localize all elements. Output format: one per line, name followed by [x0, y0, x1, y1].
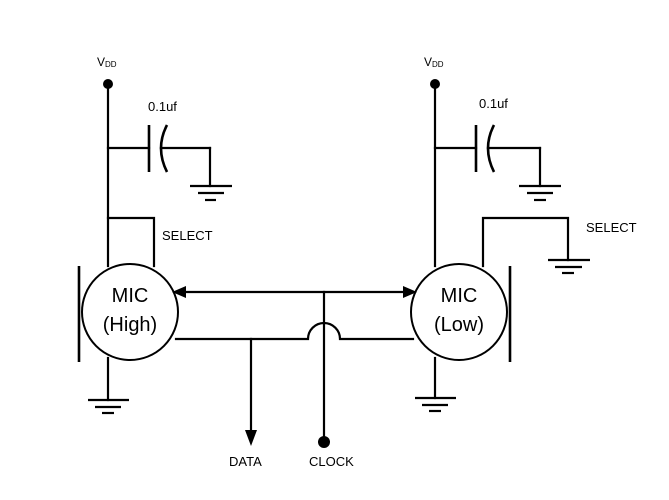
data-arrow-down [245, 430, 257, 446]
mic-high [81, 263, 179, 361]
mic-low-line2: (Low) [434, 314, 484, 336]
data-label: DATA [229, 454, 262, 469]
left-vdd-sub: DD [105, 60, 117, 69]
shared-bus: CLOCK DATA [172, 286, 417, 469]
right-select-label: SELECT [586, 220, 637, 235]
right-cap-value: 0.1uf [479, 96, 508, 111]
right-vdd-main: V [424, 55, 432, 69]
right-vdd-sub: DD [432, 60, 444, 69]
mic-high-line1: MIC [112, 285, 149, 307]
mic-high-line2: (High) [103, 314, 157, 336]
mic-low [410, 263, 508, 361]
left-mic-ground-icon [88, 398, 129, 415]
right-mic-ground-icon [415, 396, 456, 413]
right-select-wire [481, 216, 570, 268]
right-cap-ground-icon [519, 184, 561, 202]
clock-label: CLOCK [309, 454, 354, 469]
left-select-label: SELECT [162, 228, 213, 243]
right-mic-circuit: VDD 0.1uf SELECT MIC (Low) [410, 55, 637, 413]
mic-low-line1: MIC [441, 285, 478, 307]
left-select-wire [106, 216, 156, 268]
left-mic-circuit: VDD 0.1uf SELECT MIC (High) [77, 55, 232, 415]
left-cap-value: 0.1uf [148, 99, 177, 114]
data-bus-line [174, 321, 415, 341]
clock-arrow-right [403, 286, 417, 298]
right-select-ground-icon [548, 258, 590, 275]
left-vdd-main: V [97, 55, 105, 69]
left-cap-ground-icon [190, 184, 232, 202]
clock-arrow-left [172, 286, 186, 298]
clock-pin-node [318, 436, 330, 448]
left-vdd-label: VDD [97, 55, 117, 69]
right-vdd-label: VDD [424, 55, 444, 69]
